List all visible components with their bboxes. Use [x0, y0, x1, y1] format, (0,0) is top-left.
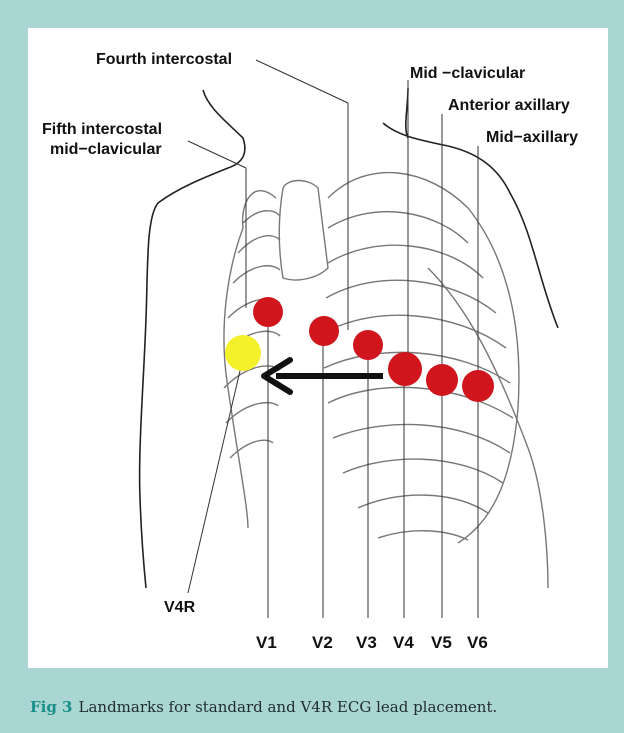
v5-electrode: [426, 364, 458, 396]
sternum: [279, 181, 328, 280]
v1-label: V1: [256, 633, 277, 652]
v2-label: V2: [312, 633, 333, 652]
v2-electrode: [309, 316, 339, 346]
figure-number: Fig 3: [30, 698, 73, 716]
v1-electrode: [253, 297, 283, 327]
left-rib-margin: [328, 173, 519, 543]
electrodes: [225, 297, 494, 402]
diagram-panel: Fourth intercostal Fifth intercostal mid…: [28, 28, 608, 668]
fourth-intercostal-label: Fourth intercostal: [96, 50, 232, 69]
v3-electrode: [353, 330, 383, 360]
body-outline: [140, 88, 558, 588]
mid-clavicular-label: Mid −clavicular: [410, 64, 525, 83]
figure-caption: Fig 3 Landmarks for standard and V4R ECG …: [30, 698, 497, 716]
v4r-label: V4R: [164, 598, 195, 617]
v4r-leader: [188, 358, 243, 593]
anterior-axillary-label: Anterior axillary: [448, 96, 570, 115]
fifth-intercostal-leader: [188, 141, 246, 168]
v3-label: V3: [356, 633, 377, 652]
fourth-intercostal-leader: [256, 60, 348, 103]
right-torso-outline: [140, 90, 245, 588]
v6-label: V6: [467, 633, 488, 652]
v4-electrode: [388, 352, 422, 386]
fifth-intercostal-label-line1: Fifth intercostal: [42, 120, 162, 139]
v4-label: V4: [393, 633, 414, 652]
v5-label: V5: [431, 633, 452, 652]
caption-text: Landmarks for standard and V4R ECG lead …: [79, 698, 498, 716]
v4r-electrode: [225, 335, 261, 371]
fifth-intercostal-label-line2: mid−clavicular: [50, 140, 162, 159]
mid-axillary-label: Mid−axillary: [486, 128, 578, 147]
v6-electrode: [462, 370, 494, 402]
